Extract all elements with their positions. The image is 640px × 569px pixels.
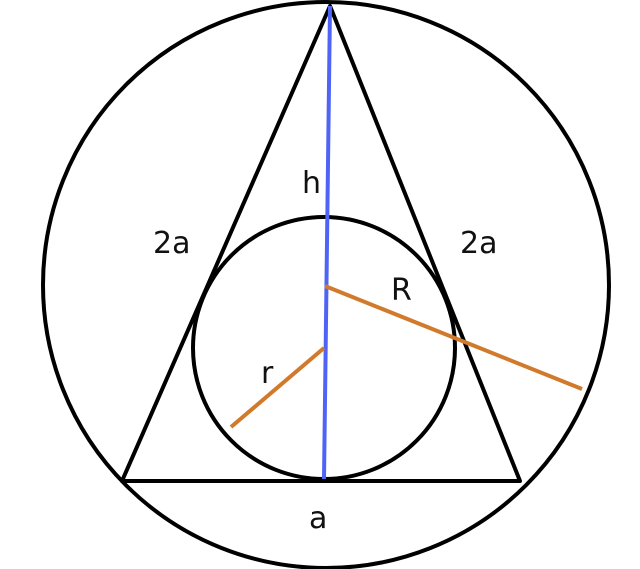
- label-base: a: [309, 501, 327, 536]
- inradius-line: [229, 346, 326, 429]
- label-left-side: 2a: [153, 226, 190, 261]
- label-height: h: [302, 166, 321, 201]
- circumscribed-circle: [41, 0, 611, 569]
- height-line: [322, 5, 332, 480]
- label-circumradius: R: [391, 273, 412, 308]
- circumradius-line: [324, 284, 583, 391]
- label-inradius: r: [261, 356, 274, 391]
- isosceles-triangle: [120, 4, 522, 483]
- label-right-side: 2a: [460, 226, 497, 261]
